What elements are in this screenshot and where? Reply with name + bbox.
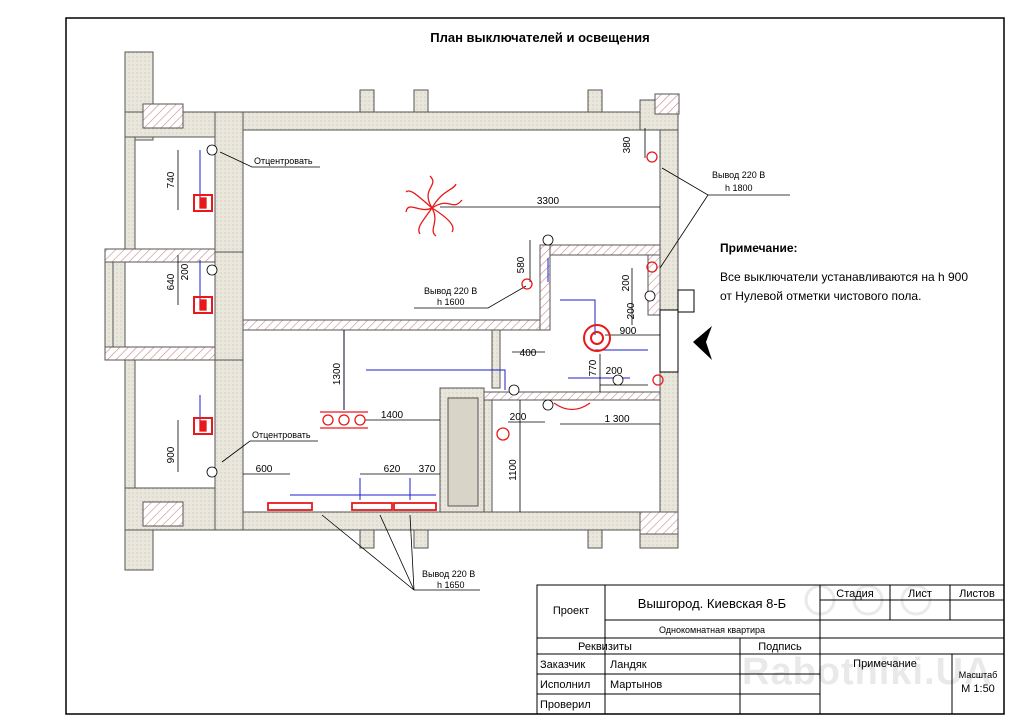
lamp-icon — [553, 402, 591, 411]
fixtures — [193, 151, 664, 511]
dim-900: 900 — [620, 326, 637, 337]
label-vyvod-height: h 1800 — [725, 183, 753, 193]
drawing-title: План выключателей и освещения — [430, 30, 650, 45]
entrance-door-frame — [659, 309, 679, 373]
project-label: Проект — [553, 605, 589, 617]
dim-580: 580 — [516, 256, 527, 273]
sheet-border — [65, 17, 1005, 715]
walls — [104, 51, 679, 571]
dim-370: 370 — [419, 464, 436, 475]
note-line: от Нулевой отметки чистового пола. — [720, 289, 921, 303]
dim-200: 200 — [606, 366, 623, 377]
entrance-box — [677, 289, 695, 313]
svg-text:Rabotniki.UA: Rabotniki.UA — [742, 651, 993, 693]
label-vyvod: Вывод 220 В — [422, 569, 475, 579]
requisites-label: Реквизиты — [578, 641, 632, 653]
label-otcentrovat: Отцентровать — [252, 430, 311, 440]
stage-label: Стадия — [836, 588, 874, 600]
note-line: Все выключатели устанавливаются на h 900 — [720, 270, 968, 284]
dim-640: 640 — [166, 273, 177, 290]
dim-900: 900 — [166, 446, 177, 463]
dim-200: 200 — [626, 302, 637, 319]
scale-value: М 1:50 — [961, 683, 995, 695]
dim-1400: 1400 — [381, 410, 404, 421]
person-name: Мартынов — [610, 679, 662, 691]
project-name: Вышгород. Киевская 8-Б — [638, 596, 786, 611]
spotlights-icon — [320, 411, 368, 429]
entrance-arrow-icon — [693, 326, 712, 360]
wall-light-icon — [193, 194, 213, 435]
chandelier-icon — [405, 175, 463, 237]
outlet-icon — [646, 261, 658, 273]
outlet-icon — [652, 374, 664, 386]
dim-600: 600 — [256, 464, 273, 475]
label-vyvod-height: h 1650 — [437, 580, 465, 590]
person-name: Ландяк — [610, 659, 647, 671]
outlet-icon — [521, 278, 533, 290]
dimension-lines — [177, 128, 790, 591]
dim-1100: 1100 — [508, 459, 519, 481]
role-label: Проверил — [540, 699, 591, 711]
dim-620: 620 — [384, 464, 401, 475]
outlet-icon — [496, 427, 510, 441]
title-block-texts: Проект Вышгород. Киевская 8-Б Однокомнат… — [540, 588, 997, 711]
dim-380: 380 — [622, 136, 633, 153]
sheets-label: Листов — [959, 588, 995, 600]
role-label: Заказчик — [540, 659, 585, 671]
scale-label: Масштаб — [959, 670, 998, 680]
dim-400: 400 — [520, 348, 537, 359]
ceiling-light-icon — [583, 324, 611, 352]
note-heading: Примечание: — [720, 241, 798, 255]
dim-200: 200 — [180, 263, 191, 280]
sheet-label: Лист — [908, 588, 932, 600]
dim-740: 740 — [166, 171, 177, 188]
label-vyvod-height: h 1600 — [437, 297, 465, 307]
dim-1300: 1300 — [332, 362, 343, 385]
signature-label: Подпись — [758, 641, 802, 653]
radiator-icon — [267, 502, 437, 511]
dim-1300: 1 300 — [604, 414, 629, 425]
dim-200: 200 — [510, 412, 527, 423]
role-label: Исполнил — [540, 679, 590, 691]
dim-200: 200 — [621, 274, 632, 291]
note-label: Примечание — [853, 658, 917, 670]
dim-3300: 3300 — [537, 196, 560, 207]
dimension-texts: 740 200 640 900 3300 380 580 200 200 900… — [166, 136, 637, 481]
outlet-icon — [646, 151, 658, 163]
project-subtitle: Однокомнатная квартира — [659, 625, 765, 635]
hatched-areas — [104, 93, 680, 535]
dim-770: 770 — [588, 359, 599, 376]
switches — [206, 144, 656, 478]
label-otcentrovat: Отцентровать — [254, 156, 313, 166]
label-vyvod: Вывод 220 В — [424, 286, 477, 296]
annotation-labels: Отцентровать Отцентровать Вывод 220 В h … — [252, 156, 765, 590]
title-block — [536, 584, 1005, 715]
label-vyvod: Вывод 220 В — [712, 170, 765, 180]
